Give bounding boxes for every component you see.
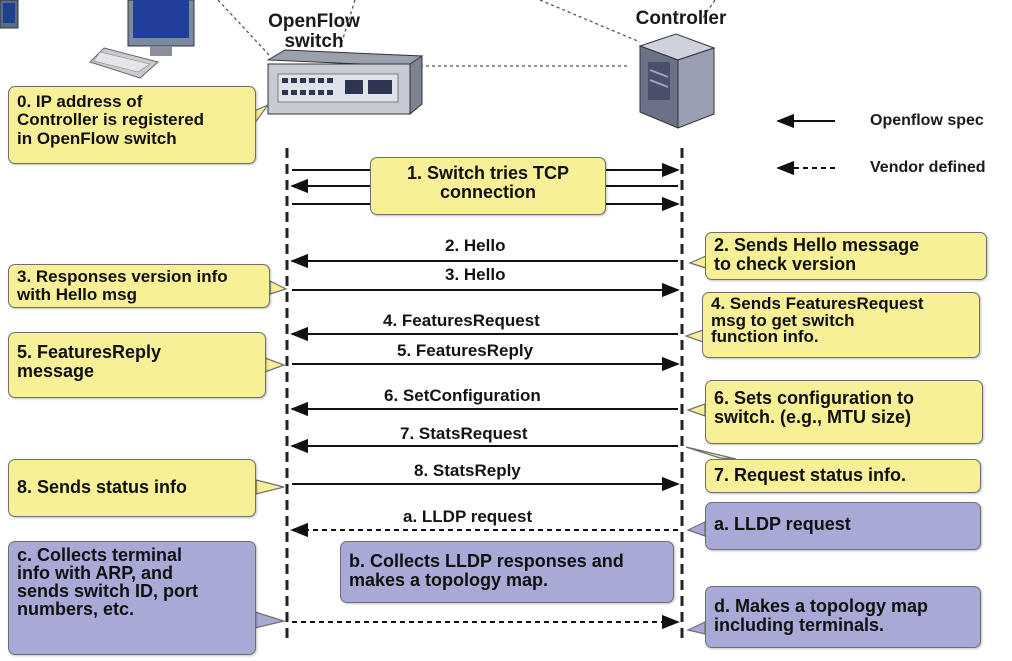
note-5-tail [264, 357, 286, 373]
controller-header: Controller [635, 8, 727, 29]
note-2-tail [688, 255, 707, 269]
message-hello-2: 2. Hello [445, 236, 506, 255]
note-8-sends-status: 8. Sends status info [8, 459, 256, 517]
network-links [217, 0, 716, 67]
note-0-ip-address: 0. IP address of Controller is registere… [8, 86, 256, 164]
note-d-topology-map: d. Makes a topology map including termin… [705, 586, 981, 648]
note-d-tail [686, 621, 706, 635]
message-features-request: 4. FeaturesRequest [383, 311, 540, 330]
note-c-collects-terminal: c. Collects terminal info with ARP, and … [8, 541, 256, 655]
note-c-tail [254, 611, 287, 629]
legend-vendor-defined: Vendor defined [870, 159, 986, 176]
message-set-configuration: 6. SetConfiguration [384, 386, 541, 405]
note-4-tail [684, 329, 704, 343]
message-hello-3: 3. Hello [445, 265, 506, 284]
note-a-lldp-request: a. LLDP request [705, 502, 981, 550]
note-1-tcp-connection: 1. Switch tries TCP connection [370, 157, 606, 215]
note-8-tail [255, 479, 285, 495]
note-6-set-configuration: 6. Sets configuration to switch. (e.g., … [705, 380, 983, 444]
note-2-sends-hello: 2. Sends Hello message to check version [705, 232, 987, 280]
switch-header: OpenFlow switch [268, 11, 360, 52]
note-3-tail [269, 280, 288, 295]
note-6-tail [686, 403, 706, 417]
computer-icon [89, 0, 195, 79]
legend-openflow-spec: Openflow spec [870, 112, 984, 129]
note-3-responses-version: 3. Responses version info with Hello msg [8, 264, 270, 308]
note-b-collects-lldp: b. Collects LLDP responses and makes a t… [340, 541, 674, 603]
note-4-features-request: 4. Sends FeaturesRequest msg to get swit… [702, 292, 980, 358]
note-7-tail [685, 446, 737, 460]
message-features-reply: 5. FeaturesReply [397, 341, 534, 360]
note-7-request-status: 7. Request status info. [705, 459, 981, 493]
message-stats-reply: 8. StatsReply [414, 461, 521, 480]
openflow-switch-icon [266, 49, 424, 116]
note-a-tail [686, 521, 706, 537]
message-lldp-request: a. LLDP request [403, 507, 533, 526]
note-5-features-reply: 5. FeaturesReply message [8, 332, 266, 398]
computer-icon [0, 0, 19, 29]
message-stats-request: 7. StatsRequest [400, 424, 528, 443]
controller-server-icon [638, 33, 716, 129]
